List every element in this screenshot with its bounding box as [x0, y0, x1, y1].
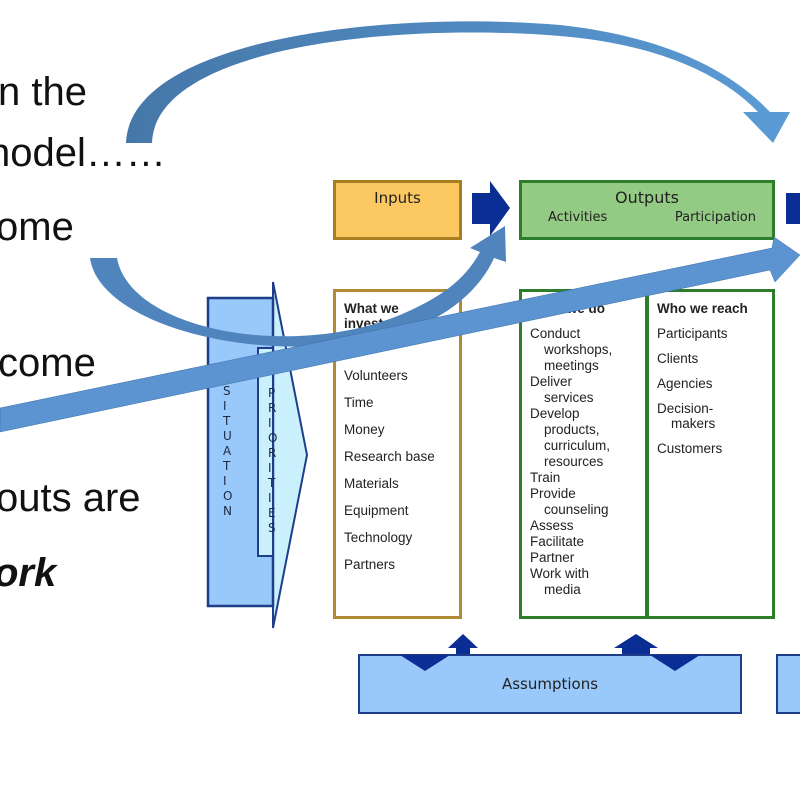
- inputs-header: Inputs: [374, 189, 421, 207]
- priorities-letter: I: [268, 461, 272, 475]
- priorities-letter: P: [268, 386, 276, 400]
- situation-letter: I: [223, 399, 227, 413]
- situation-letter: I: [223, 474, 227, 488]
- participation-item-continuation: makers: [671, 416, 716, 431]
- situation-letter: T: [223, 414, 231, 428]
- external-factors-box: [776, 654, 800, 714]
- outputs-to-outcomes-arrow: [786, 193, 800, 224]
- activity-item-main: Train: [530, 470, 561, 485]
- participation-item: Agencies: [657, 376, 772, 391]
- outputs-header: Outputs: [615, 188, 679, 207]
- participation-item: Decision-makers: [657, 401, 772, 431]
- activity-item-continuation: curriculum,: [544, 438, 611, 453]
- priorities-letter: O: [268, 431, 278, 445]
- top-curved-arrow: [126, 21, 790, 143]
- input-item: Materials: [344, 476, 399, 491]
- participation-item-main: Clients: [657, 351, 699, 366]
- slide-text-line-1: n the: [0, 70, 87, 114]
- input-item: Research base: [344, 449, 435, 464]
- situation-letter: N: [223, 504, 232, 518]
- activity-item: Train: [530, 470, 645, 486]
- situation-letter: S: [223, 384, 231, 398]
- priorities-letter: S: [268, 521, 276, 535]
- participation-item-main: Customers: [657, 441, 723, 456]
- priorities-letter: R: [268, 446, 277, 460]
- activity-item: Assess: [530, 518, 645, 534]
- participation-item: Customers: [657, 441, 772, 456]
- slide-text-line-6: ork: [0, 551, 57, 595]
- activity-item-main: Deliver: [530, 374, 573, 389]
- situation-letter: A: [223, 444, 232, 458]
- slide-text-line-5: outs are: [0, 476, 141, 520]
- situation-letter: T: [223, 459, 231, 473]
- activity-item-main: Partner: [530, 550, 575, 565]
- activity-item: Facilitate: [530, 534, 645, 550]
- activity-item-main: Assess: [530, 518, 574, 533]
- input-item: Equipment: [344, 503, 409, 518]
- priorities-letter: T: [268, 476, 276, 490]
- priorities-letter: I: [268, 491, 272, 505]
- outputs-participation-label: Participation: [674, 210, 756, 225]
- activity-item: Partner: [530, 550, 645, 566]
- situation-box: [206, 296, 275, 608]
- activity-item-continuation: media: [544, 582, 581, 597]
- participation-item-main: Participants: [657, 326, 728, 341]
- activity-item-main: Facilitate: [530, 534, 585, 549]
- input-item: Partners: [344, 557, 396, 572]
- activity-item-main: Conduct: [530, 326, 581, 341]
- outputs-header-box: Outputs Activities Participation: [519, 180, 775, 240]
- input-item: Volunteers: [344, 368, 408, 383]
- priorities-chevron: [257, 281, 309, 629]
- participation-item: Participants: [657, 326, 772, 341]
- activity-item-continuation: services: [544, 390, 594, 405]
- situation-letter: U: [223, 429, 232, 443]
- input-item: Time: [344, 395, 374, 410]
- participation-item: Clients: [657, 351, 772, 366]
- activity-item-main: Work with: [530, 566, 590, 581]
- participation-list-title: Who we reach: [657, 301, 748, 316]
- activities-list-title: What we do: [530, 301, 605, 316]
- activity-item-continuation: workshops,: [544, 342, 613, 357]
- inputs-to-outputs-arrow: [472, 181, 510, 236]
- activity-item-continuation: products,: [544, 422, 600, 437]
- slide-text-line-3: ome: [0, 205, 74, 249]
- priorities-letter: E: [268, 506, 276, 520]
- activity-item-main: Develop: [530, 406, 580, 421]
- assumptions-box: Assumptions: [358, 654, 742, 714]
- input-item: Money: [344, 422, 385, 437]
- input-item: Staff: [344, 341, 372, 356]
- activity-item-main: Provide: [530, 486, 576, 501]
- priorities-letter: I: [268, 416, 272, 430]
- participation-item-main: Decision-: [657, 401, 714, 416]
- slide-text-line-4: come: [0, 341, 96, 385]
- activity-item-continuation: resources: [544, 454, 604, 469]
- outputs-activities-label: Activities: [548, 210, 608, 225]
- participation-item-main: Agencies: [657, 376, 713, 391]
- situation-letter: O: [223, 489, 233, 503]
- input-item: Technology: [344, 530, 413, 545]
- slide-text-line-2: nodel……: [0, 131, 166, 175]
- inputs-header-box: Inputs: [333, 180, 462, 240]
- inputs-list-title: What we invest: [344, 301, 399, 331]
- activity-item-continuation: counseling: [544, 502, 609, 517]
- assumptions-label: Assumptions: [501, 675, 599, 693]
- priorities-letter: R: [268, 401, 277, 415]
- activity-item-continuation: meetings: [544, 358, 599, 373]
